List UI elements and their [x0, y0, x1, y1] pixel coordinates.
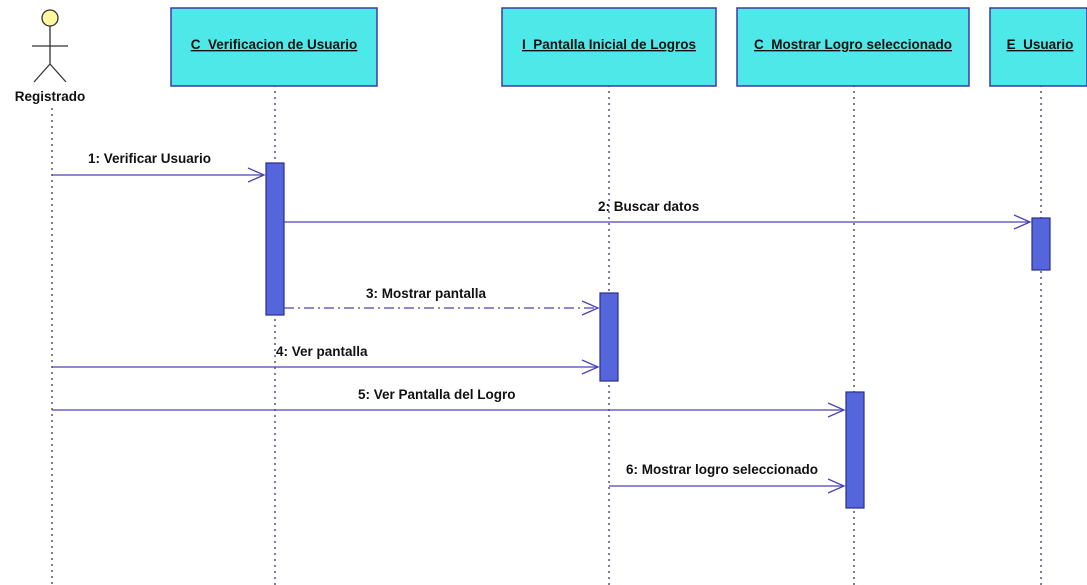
message-label: 3: Mostrar pantalla: [366, 286, 487, 301]
arrowhead-icon: [581, 359, 600, 375]
activation-bars: [265, 162, 1051, 509]
actor-label: Registrado: [15, 89, 86, 104]
participant-label: I_Pantalla Inicial de Logros: [522, 37, 696, 52]
actor-registrado: Registrado: [15, 9, 86, 104]
message-label: 2: Buscar datos: [598, 199, 699, 214]
message-6: 6: Mostrar logro seleccionado: [609, 462, 846, 494]
arrowhead-icon: [581, 300, 600, 316]
message-3: 3: Mostrar pantalla: [284, 286, 600, 316]
message-2: 2: Buscar datos: [284, 199, 1032, 230]
participant-pantalla: I_Pantalla Inicial de Logros: [501, 7, 717, 87]
participant-box: [989, 7, 1087, 87]
participant-mostrar: C_Mostrar Logro seleccionado: [736, 7, 970, 87]
participant-label: E_Usuario: [1007, 37, 1074, 52]
activation-bar-usuario: [1031, 217, 1051, 271]
participant-label: C_Verificacion de Usuario: [191, 37, 358, 52]
activation-bar-verificacion: [265, 162, 285, 316]
stick-figure-actor-icon: [32, 9, 68, 83]
arrowhead-icon: [247, 167, 266, 183]
participant-label: C_Mostrar Logro seleccionado: [754, 37, 952, 52]
activation-bar-mostrar: [845, 391, 865, 509]
participant-box: [501, 7, 717, 87]
participant-box: [736, 7, 970, 87]
arrowhead-icon: [1013, 214, 1032, 230]
arrowhead-icon: [827, 478, 846, 494]
message-1: 1: Verificar Usuario: [52, 151, 266, 183]
message-4: 4: Ver pantalla: [52, 344, 600, 375]
message-label: 4: Ver pantalla: [276, 344, 368, 359]
message-label: 5: Ver Pantalla del Logro: [358, 387, 516, 402]
arrowhead-icon: [827, 402, 846, 418]
activation-bar-pantalla: [599, 292, 619, 382]
message-5: 5: Ver Pantalla del Logro: [52, 387, 846, 418]
participant-usuario: E_Usuario: [989, 7, 1087, 87]
message-label: 1: Verificar Usuario: [88, 151, 211, 166]
participant-box: [170, 7, 378, 87]
lifelines: [51, 85, 1042, 585]
message-label: 6: Mostrar logro seleccionado: [626, 462, 818, 477]
participant-verificacion: C_Verificacion de Usuario: [170, 7, 378, 87]
